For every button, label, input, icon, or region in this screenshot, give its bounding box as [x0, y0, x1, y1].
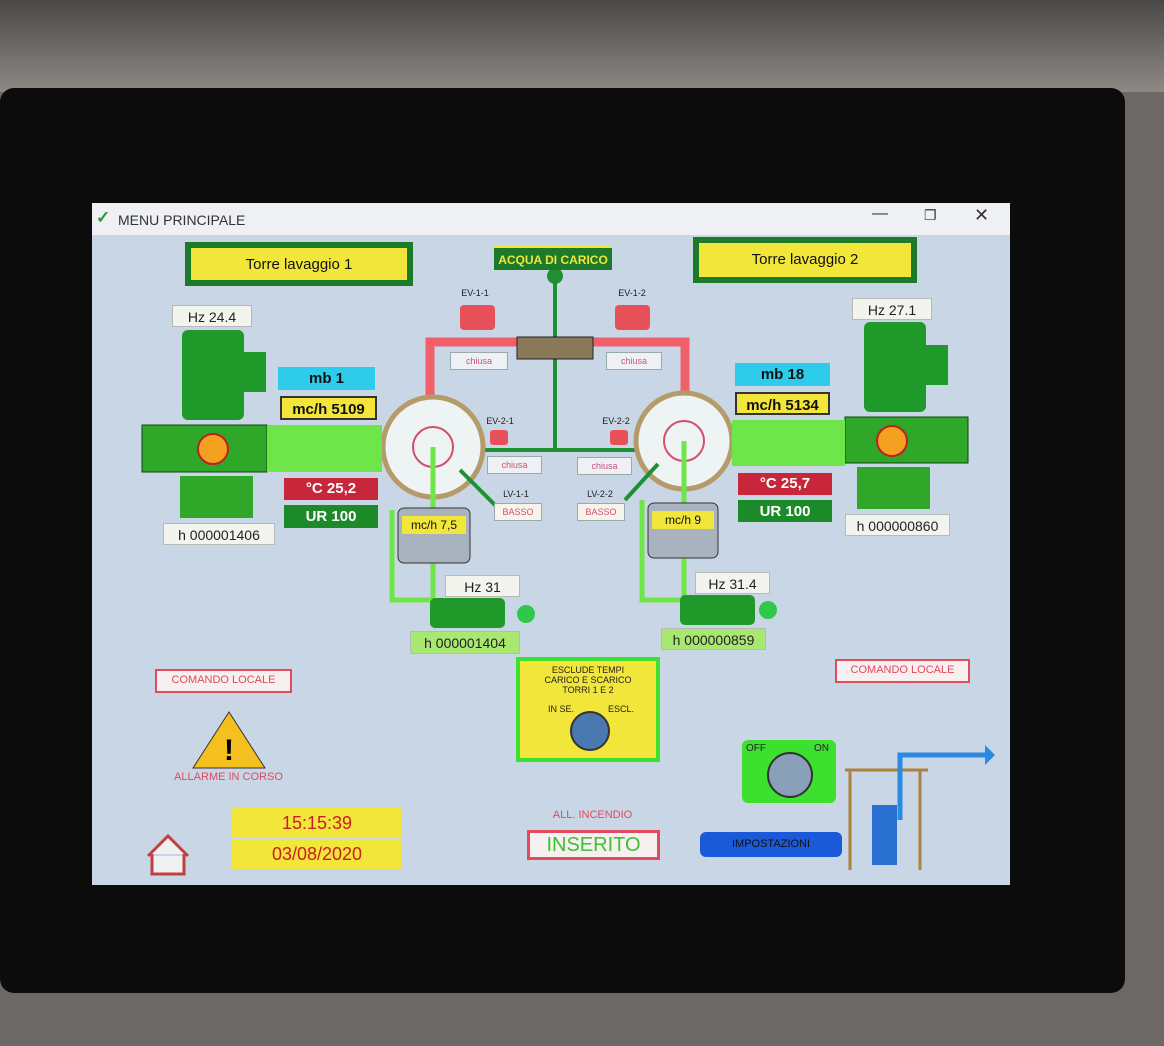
fan-motor-1-icon: [182, 330, 244, 420]
fan-stopped-1-icon: [197, 433, 229, 465]
tower-1-pressure: mb 1: [278, 367, 375, 390]
tower-2-title[interactable]: Torre lavaggio 2: [693, 237, 917, 283]
fire-alarm-state[interactable]: INSERITO: [527, 830, 660, 860]
app-logo-icon: ✓: [96, 208, 111, 227]
tower-2-airflow: mc/h 5134: [735, 392, 830, 415]
level-lv-2-2-label: LV-2-2: [587, 489, 613, 499]
valve-ev-1-1-icon: [460, 305, 495, 330]
fan-motor-2-icon: [864, 322, 926, 412]
tower-2-pressure: mb 18: [735, 363, 830, 386]
pump-2-hours: h 000000859: [661, 628, 766, 650]
tower-1-local-command[interactable]: COMANDO LOCALE: [155, 669, 292, 693]
pump-switch-knob[interactable]: [767, 752, 813, 798]
home-button[interactable]: [145, 833, 190, 875]
selector-exclude-label: ESCL.: [608, 704, 635, 714]
device-housing: [0, 0, 1164, 92]
fan-2-frequency: Hz 27.1: [852, 298, 932, 320]
valve-ev-2-1-state: chiusa: [487, 456, 542, 474]
bypass-selector-knob[interactable]: [570, 711, 610, 751]
valve-ev-2-1-label: EV-2-1: [486, 416, 514, 426]
pump-1-flow: mc/h 7,5: [402, 516, 466, 534]
clock-date: 03/08/2020: [232, 840, 402, 869]
settings-button[interactable]: IMPOSTAZIONI: [700, 832, 842, 857]
selector-insert-label: IN SE.: [548, 704, 575, 714]
tower-2-temperature: °C 25,7: [738, 473, 832, 495]
valve-ev-1-2-label: EV-1-2: [618, 288, 646, 298]
pump-2-icon: [680, 595, 755, 625]
valve-ev-2-1-icon: [490, 430, 508, 445]
fire-alarm-label: ALL. INCENDIO: [552, 809, 633, 821]
bypass-selector-panel: ESCLUDE TEMPI CARICO E SCARICO TORRI 1 E…: [516, 657, 660, 762]
tower-1-temperature: °C 25,2: [284, 478, 378, 500]
window-title: MENU PRINCIPALE: [118, 212, 246, 228]
pump-2-flow: mc/h 9: [652, 511, 714, 529]
fan-1-hours: h 000001406: [163, 523, 275, 545]
airflow-2-icon: [857, 467, 930, 509]
level-lv-1-1-label: LV-1-1: [503, 489, 529, 499]
pump-2-frequency: Hz 31.4: [695, 572, 770, 594]
restore-button[interactable]: ❐: [924, 207, 937, 223]
submersible-pump-icon: [872, 805, 897, 865]
svg-text:!: !: [224, 734, 234, 767]
airflow-1-icon: [180, 476, 253, 518]
level-lv-2-2-state: BASSO: [577, 503, 625, 521]
home-icon: [146, 833, 190, 876]
pump-1-frequency: Hz 31: [445, 575, 520, 597]
title-bar: ✓ MENU PRINCIPALE — ❐ ✕: [92, 203, 1010, 235]
switch-on-label: ON: [814, 743, 829, 754]
selector-label-1: ESCLUDE TEMPI: [551, 665, 625, 675]
close-button[interactable]: ✕: [974, 205, 990, 225]
tower-1-humidity: UR 100: [284, 505, 378, 528]
tower-2-humidity: UR 100: [738, 500, 832, 522]
minimize-button[interactable]: —: [872, 205, 888, 222]
fan-2-hours: h 000000860: [845, 514, 950, 536]
switch-off-label: OFF: [746, 743, 766, 754]
alarm-status: ALLARME IN CORSO: [174, 771, 283, 783]
valve-ev-1-1-label: EV-1-1: [461, 288, 489, 298]
fan-1-frequency: Hz 24.4: [172, 305, 252, 327]
tower-2-local-command[interactable]: COMANDO LOCALE: [835, 659, 970, 683]
valve-ev-1-1-state: chiusa: [450, 352, 508, 370]
pump-1-hours: h 000001404: [410, 631, 520, 654]
pump-1-icon: [430, 598, 505, 628]
level-lv-1-1-state: BASSO: [494, 503, 542, 521]
clock-time: 15:15:39: [232, 808, 402, 838]
pump-switch-panel: OFF ON: [742, 740, 836, 803]
selector-label-3: TORRI 1 E 2: [562, 685, 614, 695]
tower-1-airflow: mc/h 5109: [280, 396, 377, 420]
valve-ev-1-2-state: chiusa: [606, 352, 662, 370]
warning-icon: [192, 711, 266, 769]
valve-ev-2-2-label: EV-2-2: [602, 416, 630, 426]
valve-ev-2-2-state: chiusa: [577, 457, 632, 475]
fan-stopped-2-icon: [876, 425, 908, 457]
water-inlet-label: ACQUA DI CARICO: [494, 245, 612, 270]
tower-1-title[interactable]: Torre lavaggio 1: [185, 242, 413, 286]
valve-ev-1-2-icon: [615, 305, 650, 330]
valve-ev-2-2-icon: [610, 430, 628, 445]
selector-label-2: CARICO E SCARICO: [544, 675, 632, 685]
